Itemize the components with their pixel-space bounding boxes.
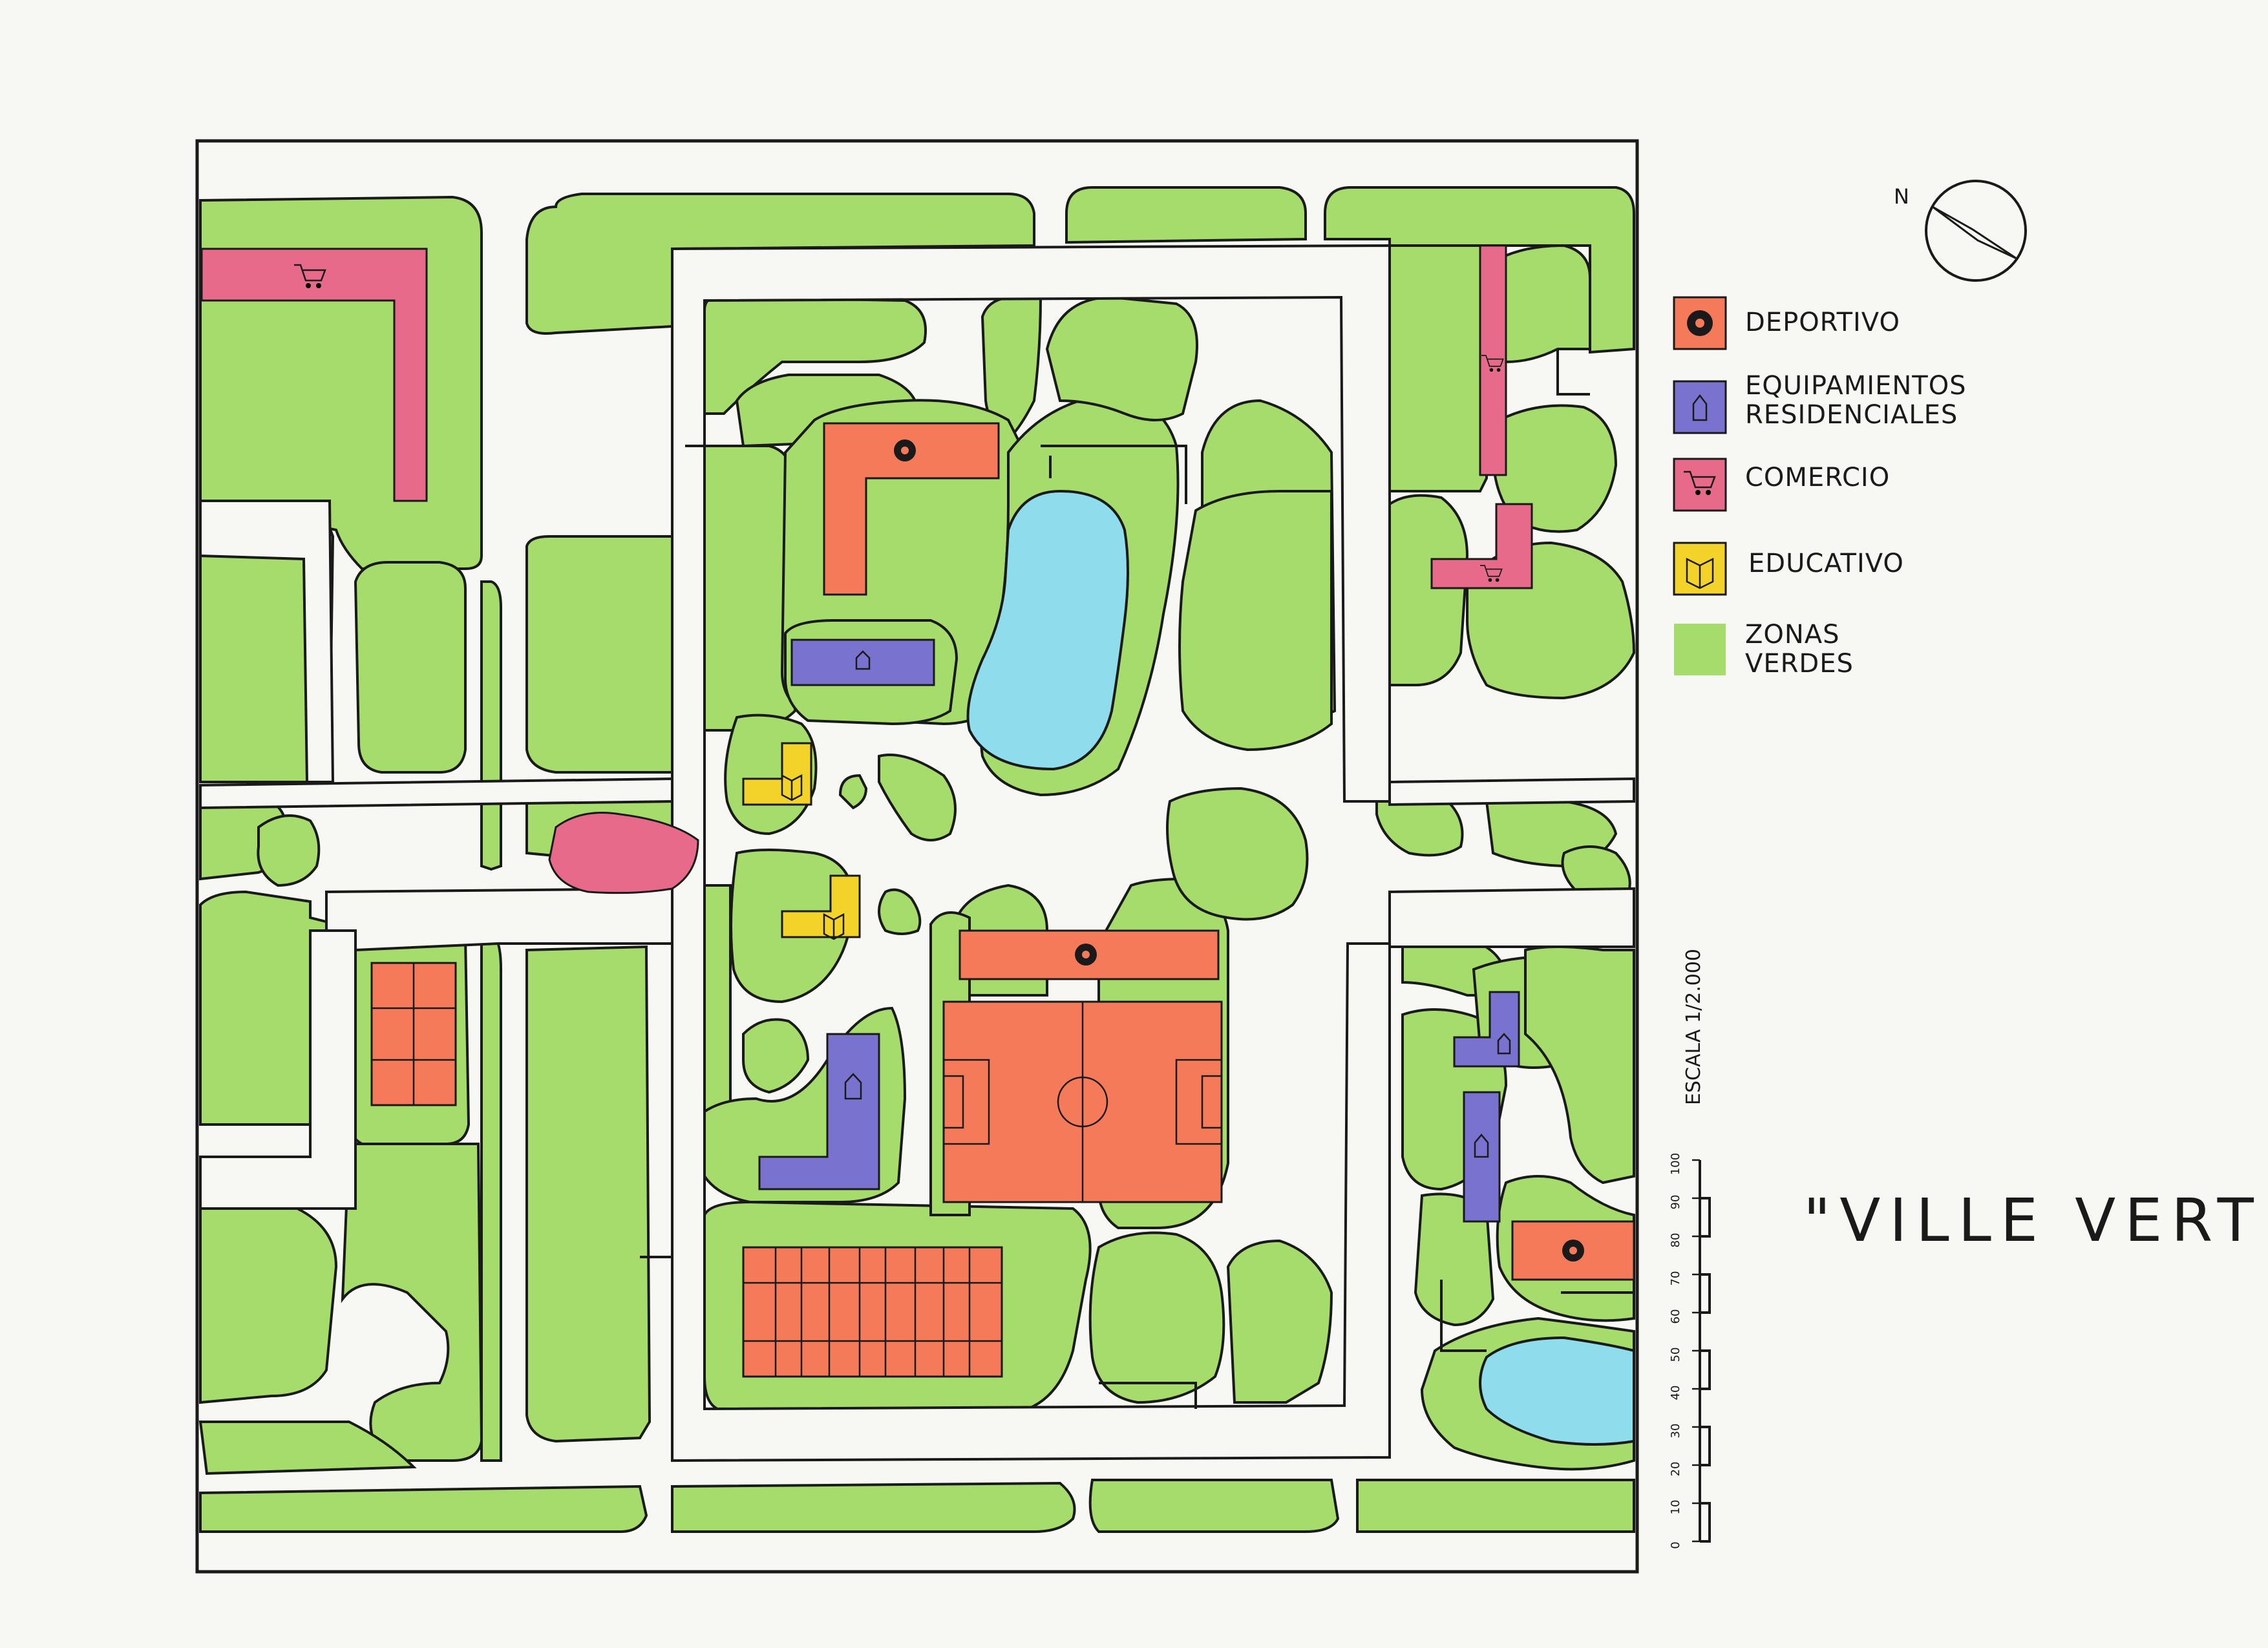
legend-label-verdes: VERDES [1745, 649, 1854, 679]
scale-tick-labels: 0 10 20 30 40 50 60 70 80 90 100 [1669, 1153, 1682, 1549]
building-commerce-nw [200, 248, 428, 502]
north-label: N [1894, 184, 1909, 209]
shopping-cart-icon [294, 264, 326, 288]
pond-southeast [1479, 1336, 1635, 1446]
legend-item-zonas-verdes: ZONAS VERDES [1674, 620, 1854, 679]
legend: DEPORTIVO EQUIPAMIENTOS RESIDENCIALES CO… [1673, 296, 1967, 679]
house-icon [844, 1073, 862, 1100]
building-commerce-ne-l [1430, 503, 1533, 589]
scale-tick-label: 40 [1669, 1386, 1682, 1400]
scale-bar: ESCALA 1/2.000 0 10 20 30 40 50 60 70 80 90 100 [1669, 949, 1711, 1549]
legend-label-equipamientos: EQUIPAMIENTOS [1745, 371, 1967, 401]
house-icon [1497, 1033, 1511, 1055]
legend-label-deportivo: DEPORTIVO [1745, 308, 1900, 337]
shopping-cart-icon [1481, 355, 1504, 372]
soccer-ball-icon [1075, 944, 1097, 966]
building-residential-north [790, 639, 935, 686]
pond-central [966, 489, 1129, 771]
scale-label: ESCALA 1/2.000 [1682, 949, 1705, 1105]
shopping-cart-icon [1684, 470, 1716, 495]
house-icon [1692, 394, 1708, 421]
open-book-icon [781, 774, 803, 801]
building-education-south [781, 874, 861, 938]
paths [640, 349, 1634, 1409]
soccer-ball-icon [894, 439, 916, 461]
building-residential-se-l [1453, 991, 1520, 1068]
road-network [199, 244, 1635, 1463]
scale-tick-label: 60 [1669, 1309, 1682, 1324]
house-icon [1474, 1134, 1489, 1158]
building-commerce-ne-strip [1479, 244, 1507, 476]
scale-tick-label: 80 [1669, 1233, 1682, 1248]
legend-item-equipamientos: EQUIPAMIENTOS RESIDENCIALES [1673, 371, 1967, 434]
scale-tick-label: 100 [1669, 1153, 1682, 1175]
house-icon [855, 650, 871, 670]
soccer-ball-icon [1562, 1240, 1584, 1262]
legend-label-residenciales: RESIDENCIALES [1745, 400, 1958, 430]
compass-circle [1925, 180, 2027, 282]
scale-tick-label: 90 [1669, 1195, 1682, 1210]
tennis-courts-south [742, 1246, 1003, 1378]
legend-label-zonas: ZONAS [1745, 620, 1840, 650]
scale-tick-label: 30 [1669, 1424, 1682, 1439]
map-title: "VILLE VERTE" [1803, 1186, 2268, 1255]
legend-item-educativo: EDUCATIVO [1673, 542, 1904, 596]
legend-item-deportivo: DEPORTIVO [1673, 296, 1900, 350]
legend-label-educativo: EDUCATIVO [1748, 549, 1904, 578]
plaza-commerce [548, 812, 699, 894]
field-markings [942, 1002, 1223, 1202]
scale-tick-label: 50 [1669, 1347, 1682, 1362]
shopping-cart-icon [1480, 565, 1503, 582]
map-icons [294, 264, 1584, 1262]
scale-tick-label: 10 [1669, 1500, 1682, 1515]
north-arrow: N [1894, 180, 2027, 282]
open-book-icon [1686, 557, 1714, 589]
building-residential-south [758, 1033, 880, 1190]
legend-label-comercio: COMERCIO [1745, 463, 1890, 492]
tennis-markings [372, 963, 1002, 1377]
open-book-icon [823, 913, 845, 940]
legend-item-comercio: COMERCIO [1673, 458, 1890, 512]
scale-tick-label: 70 [1669, 1271, 1682, 1286]
scale-tick-label: 20 [1669, 1462, 1682, 1477]
scale-tick-label: 0 [1669, 1541, 1682, 1548]
building-sport-north [823, 422, 1000, 596]
